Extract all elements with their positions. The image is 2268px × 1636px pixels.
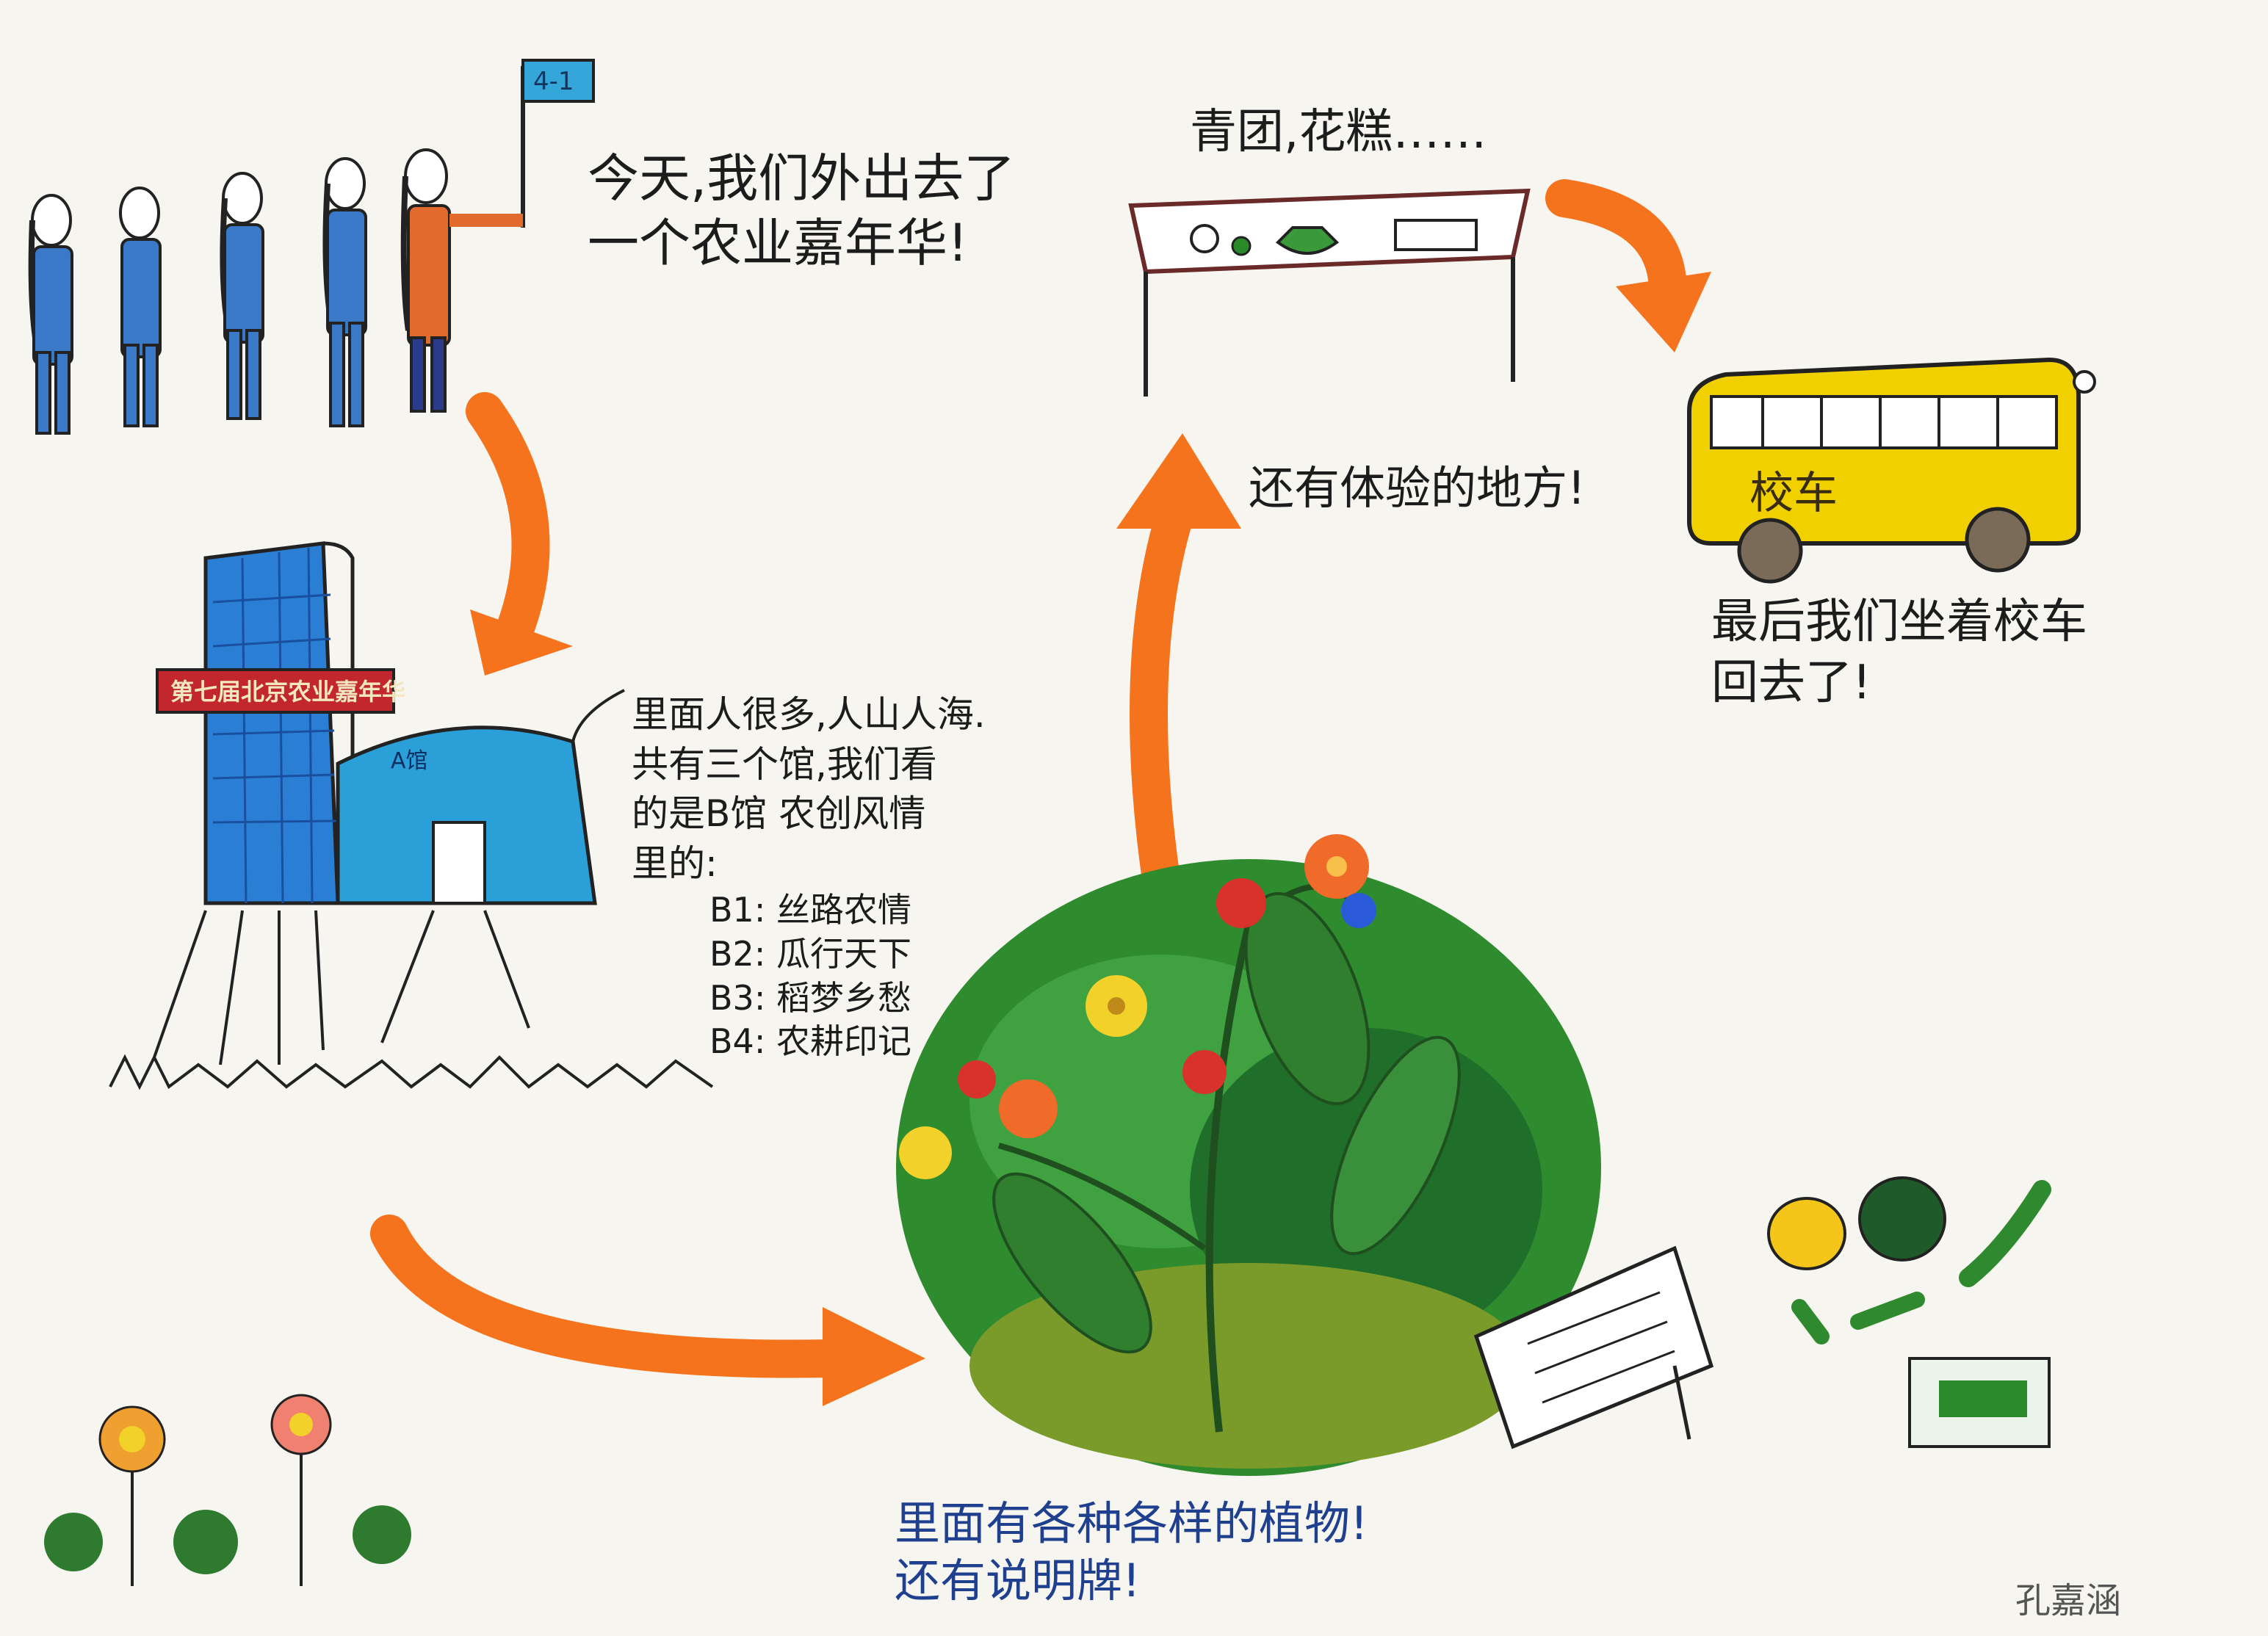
venue-text: 里面人很多,人山人海. 共有三个馆,我们看 的是B馆 农创风情 里的: xyxy=(632,690,986,888)
arrow-experience-to-bus xyxy=(1545,179,1711,352)
venue-line: 共有三个馆,我们看 xyxy=(632,742,937,786)
bus-ride-line: 回去了! xyxy=(1711,656,1871,711)
flower-orange-2 xyxy=(999,1079,1058,1138)
student-2 xyxy=(119,187,162,427)
plants-text: 里面有各种各样的植物! 还有说明牌! xyxy=(895,1495,1368,1609)
intro-line: 一个农业嘉年华! xyxy=(588,212,969,273)
class-flag-label: 4-1 xyxy=(533,67,574,96)
plants-line: 里面有各种各样的植物! xyxy=(895,1496,1368,1550)
intro-line: 今天,我们外出去了 xyxy=(588,148,1016,209)
hall-item: B4: 农耕印记 xyxy=(709,1021,911,1062)
bus-ride-text: 最后我们坐着校车 回去了! xyxy=(1711,592,2087,714)
venue-line: 的是B馆 农创风情 xyxy=(632,792,926,835)
carnival-banner-text: 第七届北京农业嘉年华 xyxy=(170,678,406,706)
vegetable-crate xyxy=(1908,1357,2051,1448)
students-group xyxy=(28,59,595,435)
bus-ride-line: 最后我们坐着校车 xyxy=(1711,595,2087,649)
school-bus xyxy=(1687,357,2096,584)
info-sign xyxy=(1473,1245,1714,1449)
flower-orange xyxy=(1304,834,1369,899)
food-text: 青团,花糕…… xyxy=(1190,105,1487,159)
hall-item: B2: 瓜行天下 xyxy=(709,933,911,974)
pumpkin xyxy=(1767,1197,1846,1270)
hall-sign-label: A馆 xyxy=(391,748,428,774)
food-table xyxy=(1128,188,1531,397)
flowers-bottom-left xyxy=(44,1394,411,1586)
carnival-building xyxy=(109,541,714,1090)
student-1 xyxy=(28,194,73,435)
qingtuan xyxy=(1190,224,1252,256)
flower-right xyxy=(270,1394,332,1586)
flower-left xyxy=(98,1405,166,1586)
flower-blue xyxy=(1341,893,1376,928)
small-cucumber xyxy=(1791,1299,1830,1344)
class-flag xyxy=(521,59,595,103)
watermelon xyxy=(1858,1176,1946,1262)
venue-line: 里的: xyxy=(632,841,718,885)
carnival-banner xyxy=(156,668,395,714)
arrows xyxy=(370,179,1711,1406)
plants-line: 还有说明牌! xyxy=(895,1553,1141,1607)
intro-text: 今天,我们外出去了 一个农业嘉年华! xyxy=(588,147,1015,275)
vegetables xyxy=(1767,1176,2051,1448)
flower-red xyxy=(1216,878,1266,928)
experience-text: 还有体验的地方! xyxy=(1249,461,1586,515)
flower-red-2 xyxy=(1182,1050,1227,1094)
flower-red-3 xyxy=(958,1060,996,1098)
dessert-box xyxy=(1394,219,1478,251)
small-cucumber-2 xyxy=(1850,1292,1925,1330)
student-3 xyxy=(220,172,264,420)
hall-item: B3: 稻梦乡愁 xyxy=(709,977,911,1018)
signature: 孔嘉涵 xyxy=(2015,1580,2122,1621)
arrow-building-to-plants xyxy=(370,1215,925,1406)
arrow-students-to-building xyxy=(466,392,573,676)
plant-garden xyxy=(896,834,1714,1476)
hall-list: B1: 丝路农情 B2: 瓜行天下 B3: 稻梦乡愁 B4: 农耕印记 xyxy=(709,888,911,1064)
bus-label: 校车 xyxy=(1749,468,1838,519)
teacher xyxy=(400,148,523,413)
flower-cake xyxy=(1275,226,1340,255)
cucumber xyxy=(1959,1180,2051,1287)
flower-yellow-2 xyxy=(899,1126,952,1179)
venue-line: 里面人很多,人山人海. xyxy=(632,693,986,736)
flower-yellow xyxy=(1086,975,1147,1037)
hall-item: B1: 丝路农情 xyxy=(709,890,911,930)
arrow-plants-to-experience xyxy=(1116,433,1241,893)
student-4 xyxy=(322,157,367,427)
